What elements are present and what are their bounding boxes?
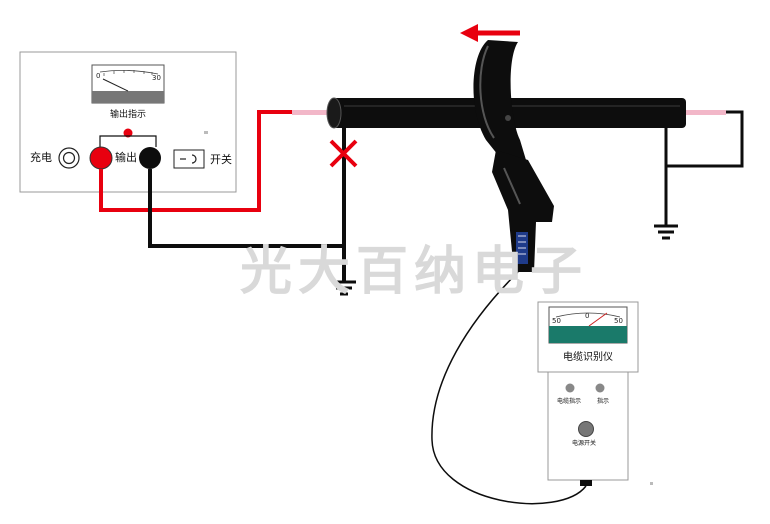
power-switch[interactable] [173, 149, 205, 169]
generator-meter-scale-max: 30 [152, 74, 161, 82]
current-clamp[interactable] [473, 40, 554, 272]
identifier-meter-scale-center: 0 [585, 312, 589, 320]
signal-wire [99, 110, 292, 212]
output-terminal-red[interactable] [89, 146, 113, 170]
clamp-lead [431, 271, 587, 505]
identifier-meter [548, 306, 628, 344]
watermark-text: 光大百纳电子 [240, 242, 589, 302]
indicator-label: 指示 [597, 398, 610, 405]
switch-label: 开关 [210, 153, 232, 166]
charge-label: 充电 [30, 151, 52, 164]
generator-meter [91, 64, 165, 104]
cable-core-left [292, 110, 332, 115]
left-ground-icon [332, 280, 356, 296]
identifier-input-jack [580, 480, 592, 486]
identifier-meter-needle [588, 312, 608, 327]
generator-meter-scale-min: 0 [96, 72, 100, 80]
output-indicator-led [123, 128, 133, 138]
power-switch-label: 电源开关 [572, 440, 597, 447]
generator-meter-caption: 输出指示 [110, 110, 147, 120]
cable-indicator-led [565, 383, 575, 393]
generator-meter-needle [102, 78, 129, 92]
indicator-led [595, 383, 605, 393]
identifier-meter-scale-right: 50 [614, 317, 623, 325]
signal-direction-arrow-icon [460, 24, 520, 42]
identifier-title: 电缆识别仪 [563, 352, 613, 363]
charge-port[interactable] [58, 147, 80, 169]
cable-indicator-label: 电缆指示 [557, 398, 582, 405]
right-core-ground-lead [666, 110, 744, 168]
output-terminal-black[interactable] [139, 147, 161, 169]
return-wire [148, 169, 344, 248]
signal-generator [19, 51, 237, 193]
right-ground-icon [654, 224, 678, 240]
cable-core-right [686, 110, 726, 115]
disconnect-mark-icon [329, 139, 358, 168]
cable-identifier [537, 301, 653, 486]
identifier-meter-scale-left: 50 [552, 317, 561, 325]
power-switch-button[interactable] [578, 421, 594, 437]
output-label: 输出 [115, 151, 137, 164]
